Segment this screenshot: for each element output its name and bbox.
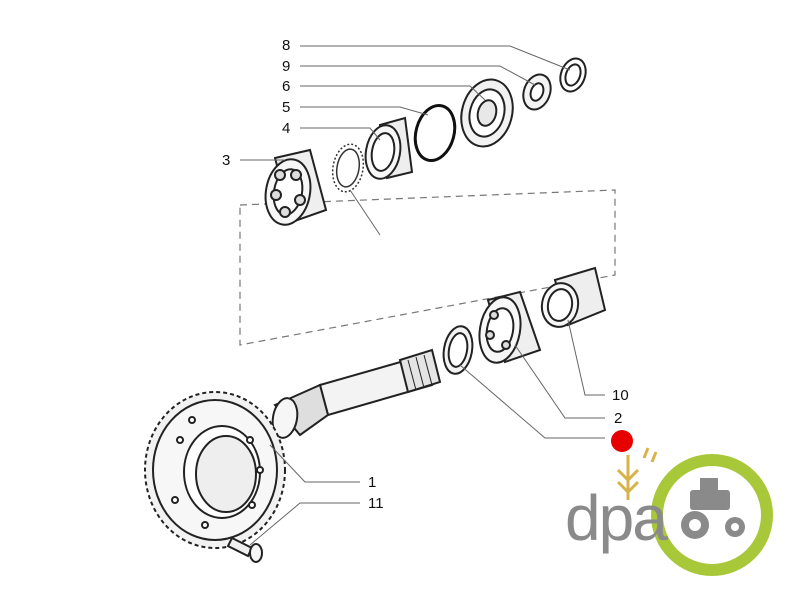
callout-5: 5: [282, 99, 290, 116]
callout-3: 3: [222, 152, 230, 169]
dpa-logo: dpa: [565, 447, 773, 576]
logo-circle: [651, 454, 773, 576]
part-8-snap-ring: [559, 57, 587, 93]
callout-2: 2: [614, 410, 622, 427]
part-4-bearing-cup: [364, 116, 414, 180]
part-3-roller-bearing: [264, 148, 328, 226]
part-10-sleeve: [540, 266, 607, 328]
assembly-boundary: [239, 189, 616, 346]
callout-labels: 8 9 6 5 4 3 10 2 1 11: [222, 37, 629, 512]
callout-8: 8: [282, 37, 290, 54]
part-1-pinion-shaft: [271, 348, 442, 439]
callout-11: 11: [368, 495, 384, 512]
spacer-ring: [331, 143, 365, 193]
part-2-bearing: [478, 290, 542, 364]
shim-washer: [442, 325, 474, 375]
callout-10: 10: [612, 387, 629, 404]
callout-1: 1: [368, 474, 376, 491]
leader-lines: [240, 45, 605, 546]
part-11-bolt: [226, 536, 263, 563]
part-1-ring-gear: [144, 391, 286, 549]
callout-4: 4: [282, 120, 290, 137]
part-6-bearing: [460, 78, 514, 148]
part-9-nut: [522, 73, 552, 111]
part-5-o-ring: [413, 104, 457, 162]
callout-9: 9: [282, 58, 290, 75]
logo-text: dpa: [565, 482, 668, 554]
wheat-icon: [616, 447, 658, 500]
highlight-marker: [611, 430, 633, 452]
tractor-icon: [681, 478, 745, 539]
callout-6: 6: [282, 78, 290, 95]
